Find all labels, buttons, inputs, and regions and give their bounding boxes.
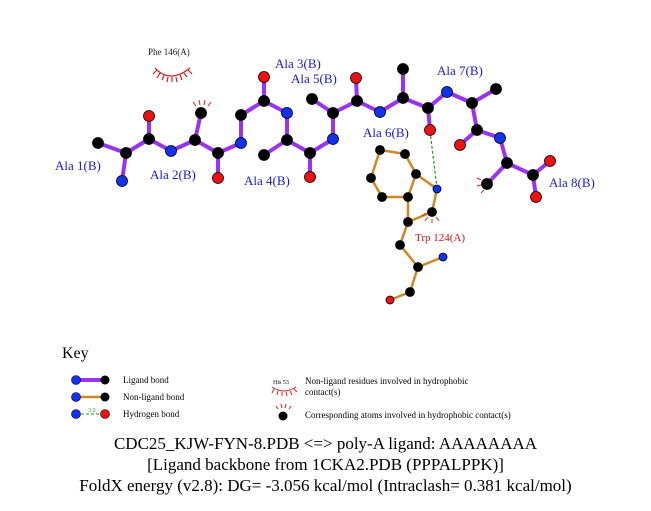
caption-line-3: FoldX energy (v2.8): DG= -3.056 kcal/mol… xyxy=(79,476,572,495)
label-ala2: Ala 2(B) xyxy=(150,167,196,182)
label-ala4: Ala 4(B) xyxy=(244,173,290,188)
caption-line-1: CDC25_KJW-FYN-8.PDB <=> poly-A ligand: A… xyxy=(113,434,538,453)
caption-line-2: [Ligand backbone from 1CKA2.PDB (PPPALPP… xyxy=(147,455,504,474)
key-hydrophobic-residues-label-2: contact(s) xyxy=(305,387,340,397)
key-non-ligand-bond-label: Non-ligand bond xyxy=(123,392,185,402)
label-ala3: Ala 3(B) xyxy=(275,56,321,71)
label-ala6: Ala 6(B) xyxy=(363,125,409,140)
hydrophobic-atom-marks xyxy=(192,99,485,223)
key-hydrophobic-atom-icon xyxy=(275,403,292,421)
atoms xyxy=(92,63,556,305)
label-ala1: Ala 1(B) xyxy=(55,158,101,173)
key-hydrophobic-residue-icon: His 53 xyxy=(271,380,298,397)
key-hydrogen-bond-label: Hydrogen bond xyxy=(123,409,180,419)
label-phe146: Phe 146(A) xyxy=(148,47,190,57)
key-hydrophobic-atoms-label: Corresponding atoms involved in hydropho… xyxy=(305,410,511,420)
key-hydrophobic-example: His 53 xyxy=(273,380,289,386)
label-ala8: Ala 8(B) xyxy=(549,175,595,190)
key-title: Key xyxy=(62,345,89,362)
key-ligand-bond xyxy=(71,375,110,385)
key-non-ligand-bond xyxy=(71,392,110,402)
label-ala5: Ala 5(B) xyxy=(291,71,337,86)
label-trp124: Trp 124(A) xyxy=(415,232,465,244)
key-ligand-bond-label: Ligand bond xyxy=(123,375,169,385)
key-hydrogen-bond: 3.0 xyxy=(71,408,110,419)
key-hydrophobic-residues-label-1: Non-ligand residues involved in hydropho… xyxy=(305,376,468,386)
key-hbond-distance: 3.0 xyxy=(88,408,96,414)
hydrogen-bond xyxy=(429,130,438,189)
label-ala7: Ala 7(B) xyxy=(437,63,483,78)
hydrophobic-arc-phe146 xyxy=(152,67,193,83)
